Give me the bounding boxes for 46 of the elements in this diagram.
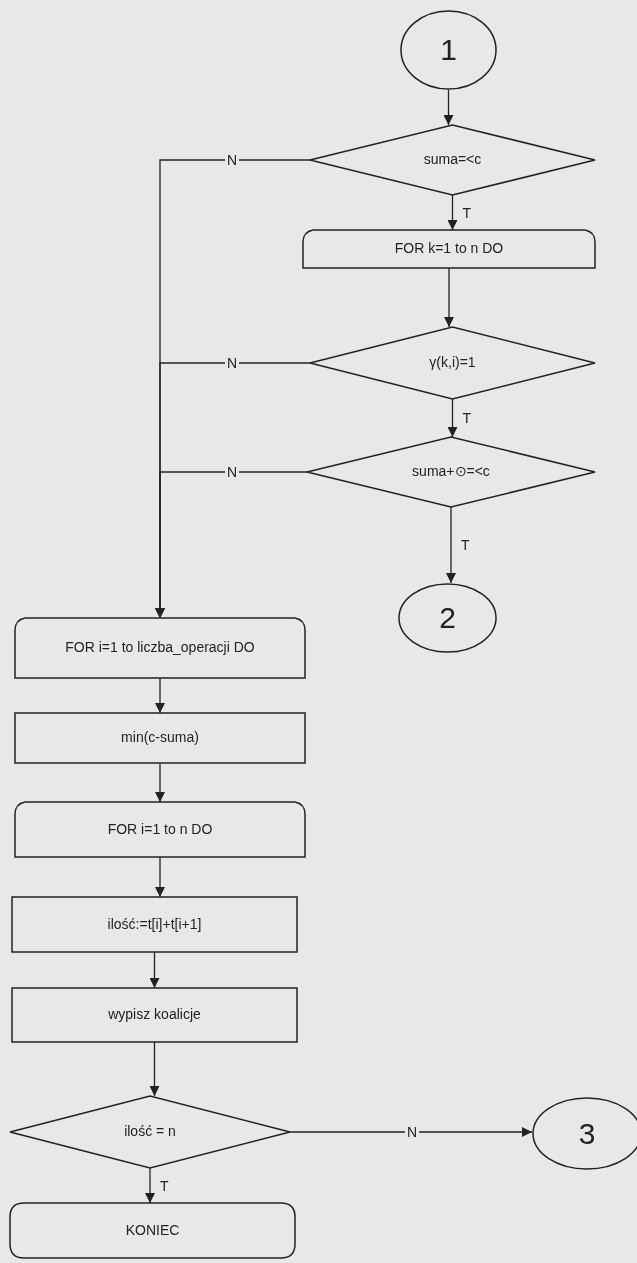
node-text: FOR k=1 to n DO: [393, 240, 505, 258]
edge-label: N: [225, 464, 240, 480]
edge-label: T: [460, 410, 474, 426]
process-box: [12, 988, 297, 1042]
edge-label: N: [225, 355, 240, 371]
node-text: γ(k,i)=1: [428, 354, 477, 372]
process-box: [12, 897, 297, 952]
node-text: ilość:=t[i]+t[i+1]: [106, 915, 203, 934]
node-text: FOR i=1 to n DO: [106, 820, 214, 839]
node-text: suma+⊙=<c: [411, 463, 491, 481]
arrow: [446, 506, 456, 584]
connector-circle: [398, 583, 497, 653]
arrow: [155, 856, 165, 898]
node-text: wypisz koalicje: [107, 1006, 202, 1024]
arrow: [289, 1127, 533, 1137]
node-text: ilość = n: [123, 1123, 177, 1141]
arrow: [447, 398, 458, 438]
loop-box: [15, 618, 305, 678]
edge-label: N: [405, 1124, 420, 1140]
loop-box: [15, 802, 305, 857]
arrow: [155, 677, 165, 714]
arrow: [149, 1041, 160, 1097]
arrow: [155, 762, 165, 803]
node-text: min(c-suma): [120, 729, 200, 747]
arrow: [145, 1167, 155, 1204]
connector-circle: [400, 10, 497, 90]
decision-diamond: [10, 1096, 290, 1168]
terminator-box: [10, 1203, 295, 1258]
decision-diamond: [310, 327, 595, 399]
process-box: [15, 713, 305, 763]
loop-box: [303, 230, 595, 268]
edge-label: N: [225, 152, 240, 168]
node-text: suma=<c: [422, 151, 483, 169]
edge-label: T: [459, 537, 472, 553]
arrow: [444, 267, 454, 328]
arrow: [447, 194, 458, 231]
decision-diamond: [310, 125, 595, 195]
arrow: [149, 951, 160, 989]
node-text: 1: [439, 32, 458, 69]
node-text: 2: [438, 600, 457, 637]
arrow: [443, 89, 454, 126]
node-text: 3: [577, 1115, 597, 1152]
decision-diamond: [307, 437, 595, 507]
arrow: [155, 471, 308, 619]
node-text: KONIEC: [124, 1221, 181, 1240]
node-text: FOR i=1 to liczba_operacji DO: [64, 639, 256, 657]
